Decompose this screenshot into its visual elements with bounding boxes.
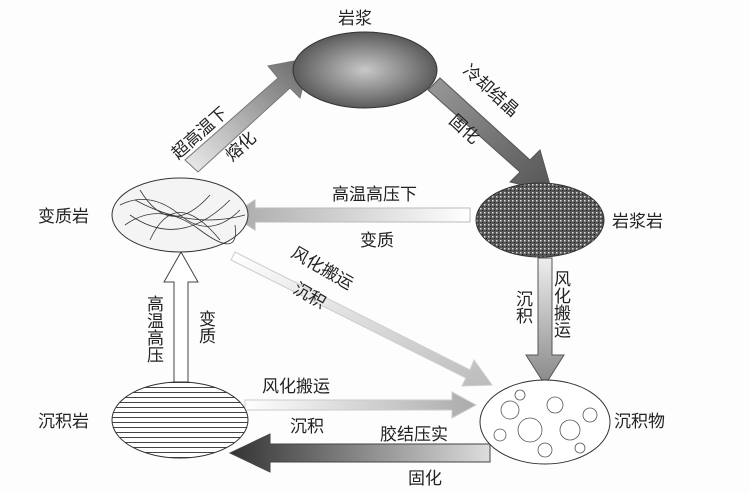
arrow-weathering-right — [525, 257, 565, 386]
label-weathering-diagonal-2: 沉积 — [290, 279, 329, 313]
magma-ellipse — [292, 31, 438, 109]
label-weathering-bottom-1: 风化搬运 — [262, 377, 330, 397]
arrow-weathering-bottom — [244, 391, 478, 419]
label-weathering-right-1: 风化搬运 — [550, 270, 571, 338]
sedimentary-rock-ellipse — [111, 381, 249, 459]
label-metamorphism-top-2: 变质 — [360, 231, 394, 251]
label-metamorphism-left-1: 高温高压 — [143, 295, 164, 363]
label-weathering-right-2: 沉积 — [512, 290, 533, 324]
label-metamorphism-top-1: 高温高压下 — [332, 185, 417, 205]
arrow-metamorphism-left — [163, 250, 199, 383]
label-metamorphism-left-2: 变质 — [195, 310, 216, 344]
arrow-melting — [184, 57, 311, 173]
metamorphic-texture — [119, 189, 246, 245]
label-sediment: 沉积物 — [614, 412, 665, 432]
igneous-rock-ellipse — [475, 182, 605, 258]
arrow-weathering-diagonal — [230, 251, 493, 387]
label-metamorphic-rock: 变质岩 — [38, 207, 89, 227]
arrow-lithification — [228, 433, 491, 473]
label-magma: 岩浆 — [338, 9, 372, 29]
sediment-texture — [493, 389, 598, 458]
label-igneous-rock: 岩浆岩 — [612, 212, 663, 232]
label-lithification-2: 固化 — [408, 469, 442, 489]
label-weathering-bottom-2: 沉积 — [290, 417, 324, 437]
label-sedimentary-rock: 沉积岩 — [38, 412, 89, 432]
label-lithification-1: 胶结压实 — [380, 425, 448, 445]
